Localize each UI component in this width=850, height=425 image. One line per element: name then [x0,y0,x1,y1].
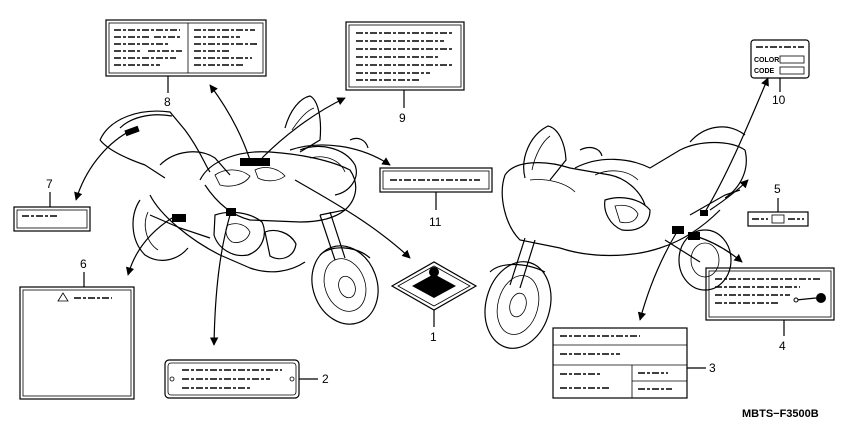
leader-arrows [74,77,769,346]
callout-1: 1 [430,330,437,344]
callout-9: 9 [399,111,406,125]
wrench-icon [793,293,826,303]
callout-5: 5 [774,182,781,196]
label-5-strip [747,198,809,227]
callout-4: 4 [779,339,786,353]
motorcycle-left-illustration [99,95,379,325]
label-8-caution-card [105,19,267,93]
callout-7: 7 [46,177,53,191]
callout-6: 6 [80,257,87,271]
callout-10: 10 [772,93,786,107]
label-1-diamond-emblem [390,261,478,327]
color-text: COLOR [754,57,779,64]
motorcycle-right-illustration [484,125,747,349]
callout-11: 11 [429,215,442,229]
label-9-card [345,21,465,108]
label-7-strip [13,192,91,232]
callout-8: 8 [164,95,171,109]
callout-2: 2 [322,372,329,386]
diagram-code: MBTS−F3500B [742,408,819,420]
label-2-plate [164,359,318,399]
code-text: CODE [754,68,775,75]
callout-3: 3 [709,361,716,375]
label-10-color-code: COLOR CODE [750,39,810,92]
label-3-info-plate [552,327,706,399]
label-6-warning-card [19,272,135,400]
label-4-card [705,267,835,336]
label-11-strip [379,167,493,210]
